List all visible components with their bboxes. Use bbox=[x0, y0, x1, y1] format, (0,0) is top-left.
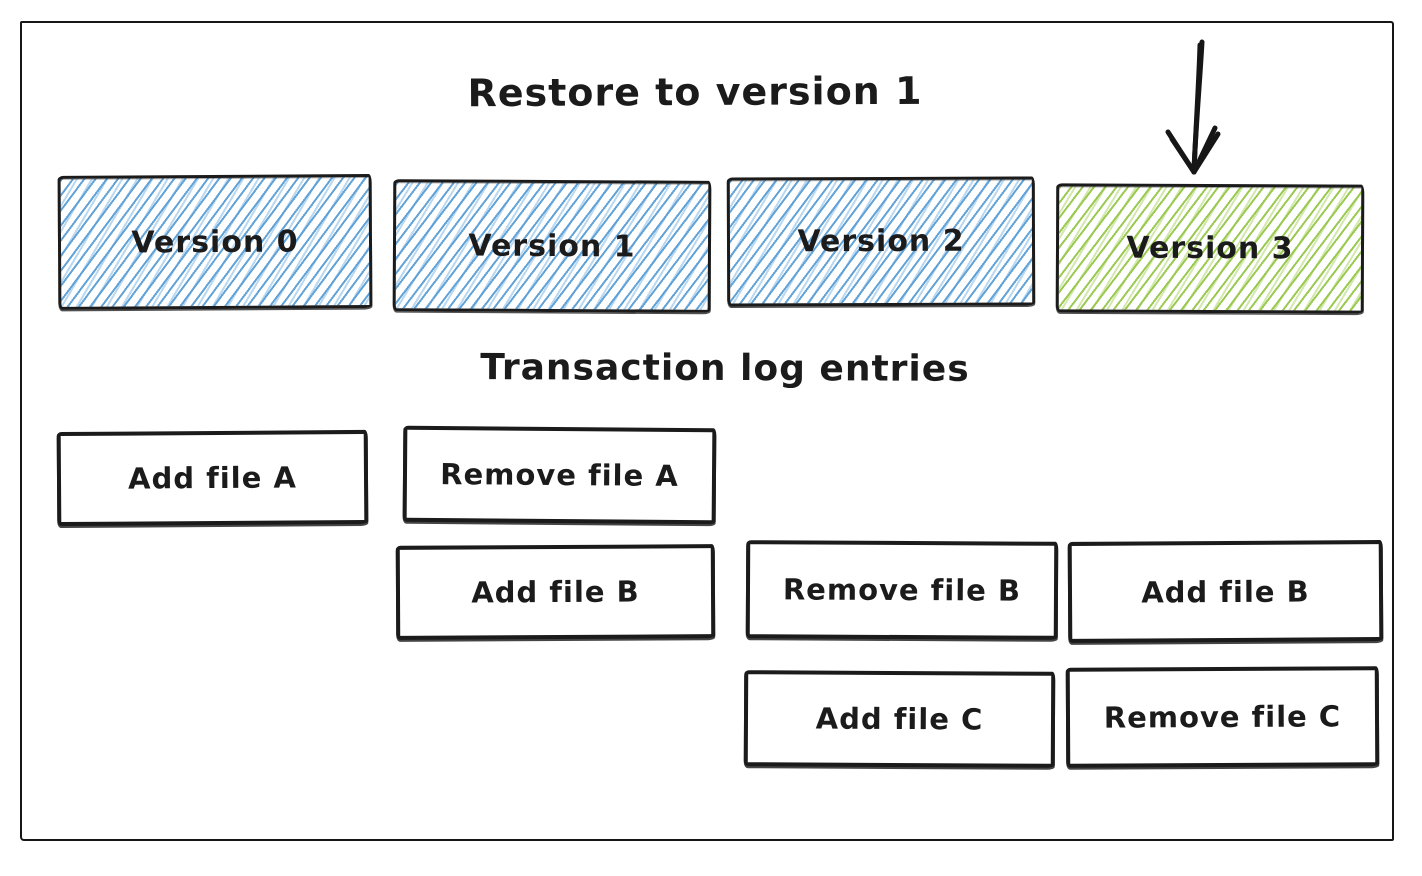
diagram-title: Restore to version 1 bbox=[467, 68, 923, 116]
log-entry-add-file-b-2: Add file B bbox=[1067, 540, 1384, 643]
version-label: Version 3 bbox=[1126, 230, 1294, 267]
version-box-1: Version 1 bbox=[392, 179, 712, 313]
log-entry-add-file-c: Add file C bbox=[743, 670, 1056, 768]
log-entry-label: Remove file C bbox=[1103, 699, 1342, 735]
version-box-3: Version 3 bbox=[1055, 183, 1365, 314]
log-entry-label: Add file A bbox=[127, 460, 297, 496]
version-label: Version 2 bbox=[797, 223, 965, 260]
version-box-2: Version 2 bbox=[726, 176, 1036, 307]
outer-frame bbox=[20, 21, 1394, 841]
log-entry-remove-file-b: Remove file B bbox=[745, 540, 1059, 640]
log-entry-label: Add file B bbox=[1141, 573, 1310, 610]
version-label: Version 1 bbox=[468, 228, 636, 264]
log-entry-remove-file-c: Remove file C bbox=[1065, 666, 1380, 768]
log-entry-label: Remove file A bbox=[440, 457, 679, 493]
version-box-0: Version 0 bbox=[57, 174, 373, 310]
log-entry-label: Remove file B bbox=[782, 572, 1022, 608]
log-entry-add-file-b: Add file B bbox=[395, 544, 716, 640]
version-label: Version 0 bbox=[131, 223, 299, 261]
log-entry-add-file-a: Add file A bbox=[56, 429, 369, 527]
log-entry-label: Add file B bbox=[471, 574, 640, 610]
log-entry-label: Add file C bbox=[815, 701, 984, 737]
down-arrow-icon bbox=[1165, 39, 1221, 175]
log-entries-title: Transaction log entries bbox=[480, 347, 970, 390]
log-entry-remove-file-a: Remove file A bbox=[402, 425, 717, 525]
